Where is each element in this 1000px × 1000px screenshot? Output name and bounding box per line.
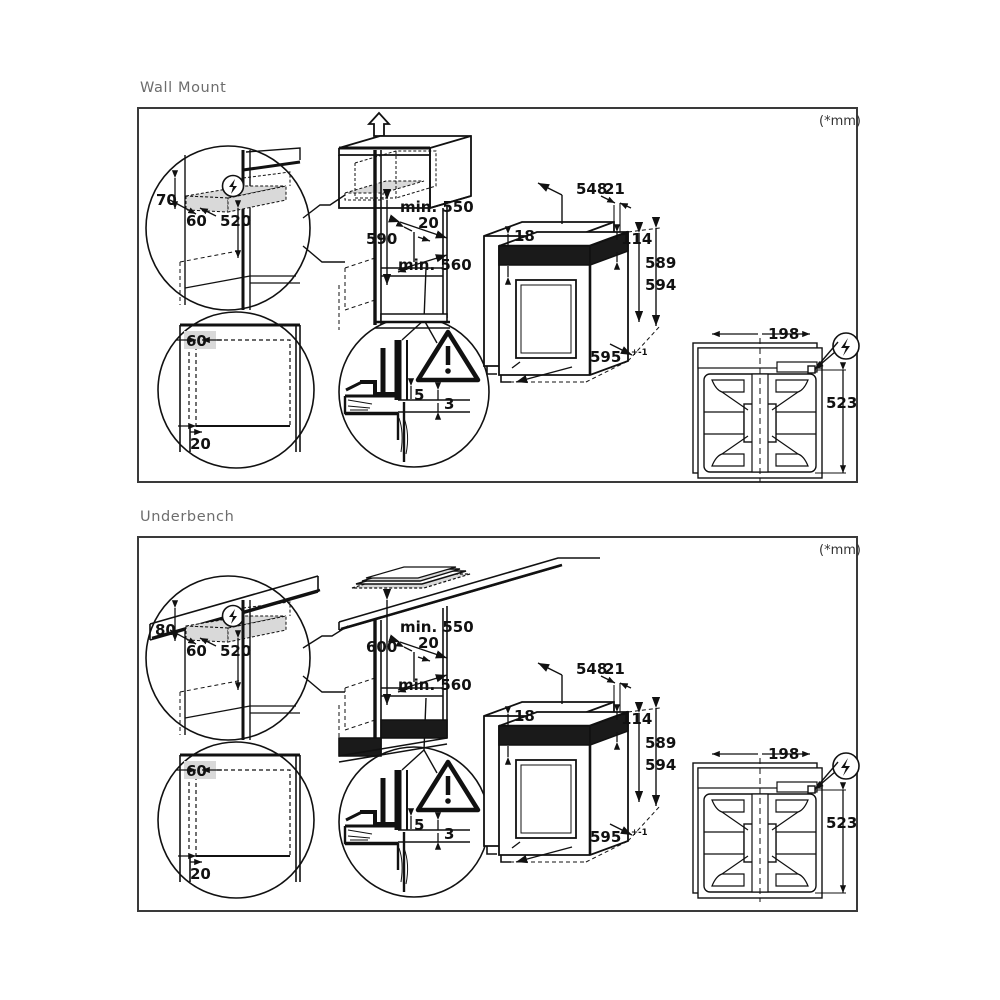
- dim-198-label-ub: 198: [768, 745, 799, 763]
- clearance-inset-wall: 60 20: [157, 311, 315, 469]
- dim-548-label: 548: [576, 180, 607, 198]
- worktop-detail-inset-underbench: 5 3: [338, 697, 490, 898]
- clearance-inset-underbench: 60 20: [157, 741, 315, 899]
- dim-523-label-ub: 523: [826, 814, 857, 832]
- dim-min560-label: min. 560: [398, 256, 472, 274]
- lightning-bolt-icon: [814, 332, 860, 370]
- dim-21-label-ub: 21: [604, 660, 625, 678]
- lightning-bolt-icon: [814, 752, 860, 790]
- dim-20-label-ub: 20: [418, 634, 439, 652]
- dim-520-label-ub: 520: [220, 642, 251, 660]
- dim-590-label: 590: [366, 230, 397, 248]
- dim-5-label-ub: 5: [414, 816, 424, 834]
- section-title-underbench: Underbench: [140, 509, 235, 525]
- lightning-bolt-icon: [221, 604, 245, 628]
- dim-114-label: 114: [621, 230, 652, 248]
- dim-595-label: 595: [590, 348, 621, 366]
- dim-60-clearance-label-ub: 60: [186, 762, 207, 780]
- dim-520-label: 520: [220, 212, 251, 230]
- dim-70-label: 70: [156, 191, 177, 209]
- dim-min560-label-ub: min. 560: [398, 676, 472, 694]
- hob-top-view-underbench: 198 523: [692, 745, 860, 902]
- dim-80-label: 80: [155, 621, 176, 639]
- dim-60-clearance-label: 60: [186, 332, 207, 350]
- dim-5-label: 5: [414, 386, 424, 404]
- dim-548-label-ub: 548: [576, 660, 607, 678]
- dim-595-label-ub: 595: [590, 828, 621, 846]
- dim-595-tolerance: +-1: [631, 348, 648, 358]
- dim-600-label: 600: [366, 638, 397, 656]
- underbench-drawing: 80 60 520: [145, 557, 860, 902]
- dim-20-label: 20: [418, 214, 439, 232]
- units-note-wall-mount: (*mm): [819, 114, 861, 129]
- dim-589-label: 589: [645, 254, 676, 272]
- hob-top-view-wall: 198 523: [692, 325, 860, 482]
- lightning-bolt-icon: [221, 174, 245, 198]
- electrical-zone-inset-wall: 70 60 520: [145, 145, 346, 311]
- dim-min550-label: min. 550: [400, 198, 474, 216]
- dim-198-label: 198: [768, 325, 799, 343]
- airflow-arrow-icon: [366, 111, 392, 137]
- electrical-zone-inset-underbench: 80 60 520: [145, 575, 349, 741]
- warning-triangle-icon: [415, 759, 481, 813]
- dim-589-label-ub: 589: [645, 734, 676, 752]
- dim-20-clearance-label: 20: [190, 435, 211, 453]
- dim-595-tolerance-ub: +-1: [631, 828, 648, 838]
- warning-triangle-icon: [415, 329, 481, 383]
- dim-18-label: 18: [514, 227, 535, 245]
- dim-18-label-ub: 18: [514, 707, 535, 725]
- units-note-underbench: (*mm): [819, 543, 861, 558]
- dim-594-label: 594: [645, 276, 676, 294]
- section-title-wall-mount: Wall Mount: [140, 80, 227, 96]
- oven-underbench: 548 21 18 114 589 594 595 +-1: [483, 660, 676, 864]
- wall-mount-drawing: 70 60 520: [145, 111, 860, 482]
- cabinet-underbench: 600 min. 550 20 min. 560: [338, 557, 600, 763]
- dim-3-label-ub: 3: [444, 825, 454, 843]
- oven-wall-mount: 548 21 18 114 589 594: [483, 180, 676, 384]
- dim-60-label: 60: [186, 212, 207, 230]
- cabinet-wall-mount: 590 min. 550 20 min. 560: [338, 111, 474, 330]
- dim-114-label-ub: 114: [621, 710, 652, 728]
- dim-60-label-ub: 60: [186, 642, 207, 660]
- dim-min550-label-ub: min. 550: [400, 618, 474, 636]
- dim-523-label: 523: [826, 394, 857, 412]
- worktop-detail-inset-wall: 5 3: [338, 267, 490, 468]
- dim-594-label-ub: 594: [645, 756, 676, 774]
- dim-21-label: 21: [604, 180, 625, 198]
- dim-20-clearance-label-ub: 20: [190, 865, 211, 883]
- dim-3-label: 3: [444, 395, 454, 413]
